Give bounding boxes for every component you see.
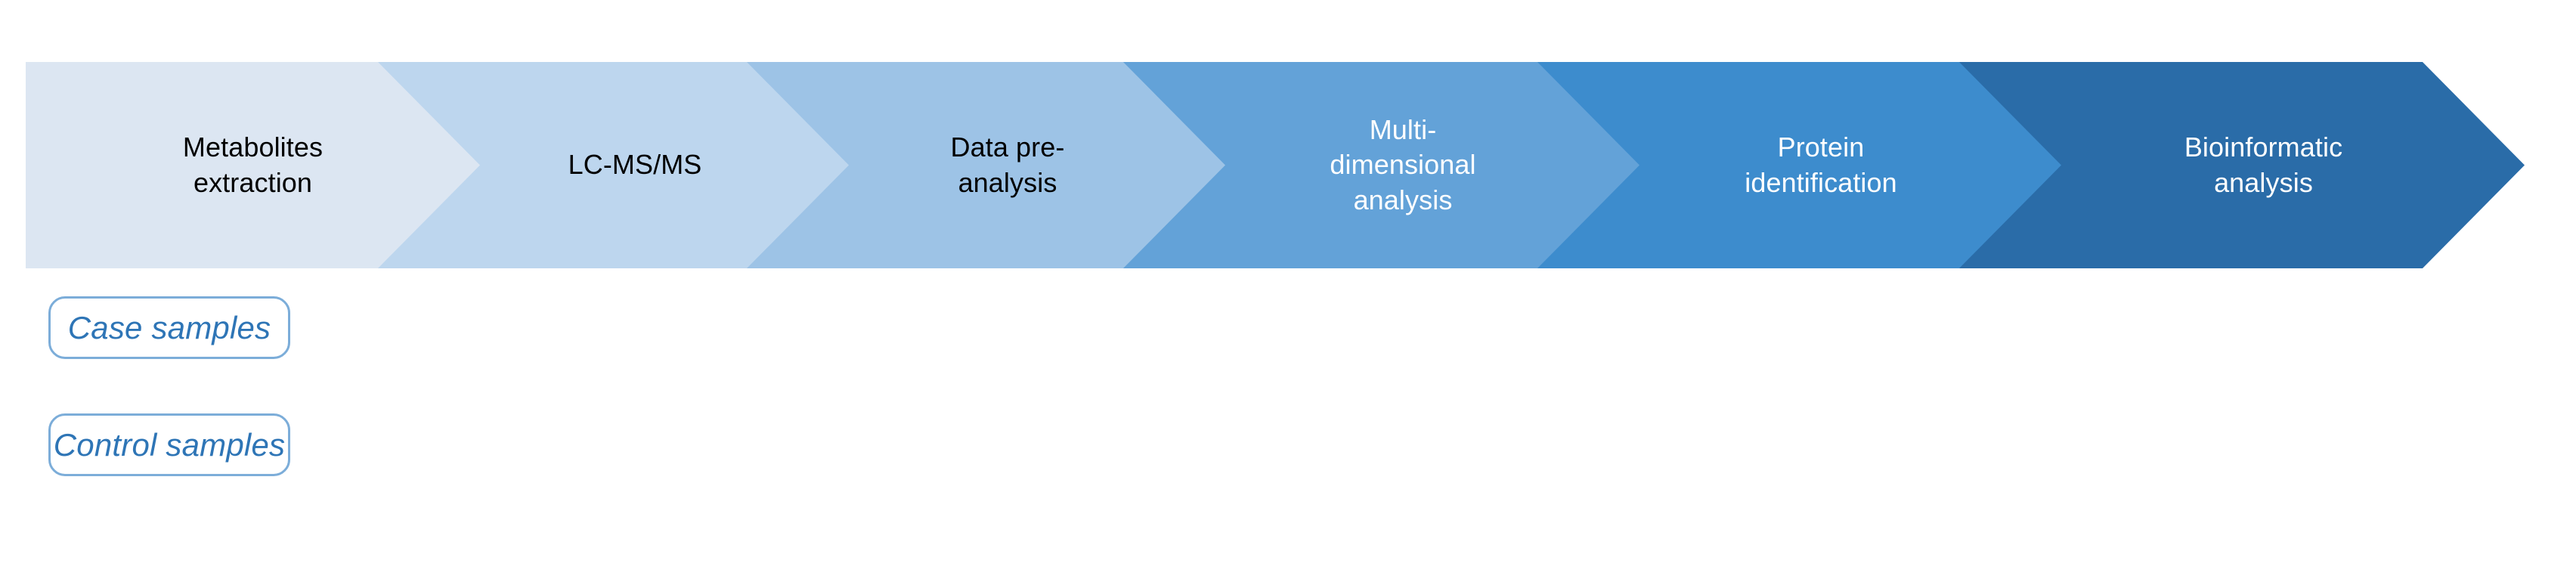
process-step-4-label: Multi- dimensional analysis [1330, 114, 1476, 215]
process-step-2-label: LC-MS/MS [568, 149, 702, 181]
process-step-5-label: Protein identification [1745, 132, 1897, 198]
process-step-6-label: Bioinformatic analysis [2184, 132, 2343, 198]
process-step-3-label: Data pre- analysis [950, 132, 1065, 198]
sample-group-control-samples[interactable]: Control samples [48, 413, 290, 476]
process-step-1-label: Metabolites extraction [182, 132, 324, 198]
sample-group-case-samples-label: Case samples [67, 309, 271, 345]
process-chevron-band: Metabolites extraction LC-MS/MS Data pre… [0, 62, 2576, 268]
sample-group-control-samples-label: Control samples [53, 426, 286, 463]
sample-group-case-samples[interactable]: Case samples [48, 296, 290, 359]
